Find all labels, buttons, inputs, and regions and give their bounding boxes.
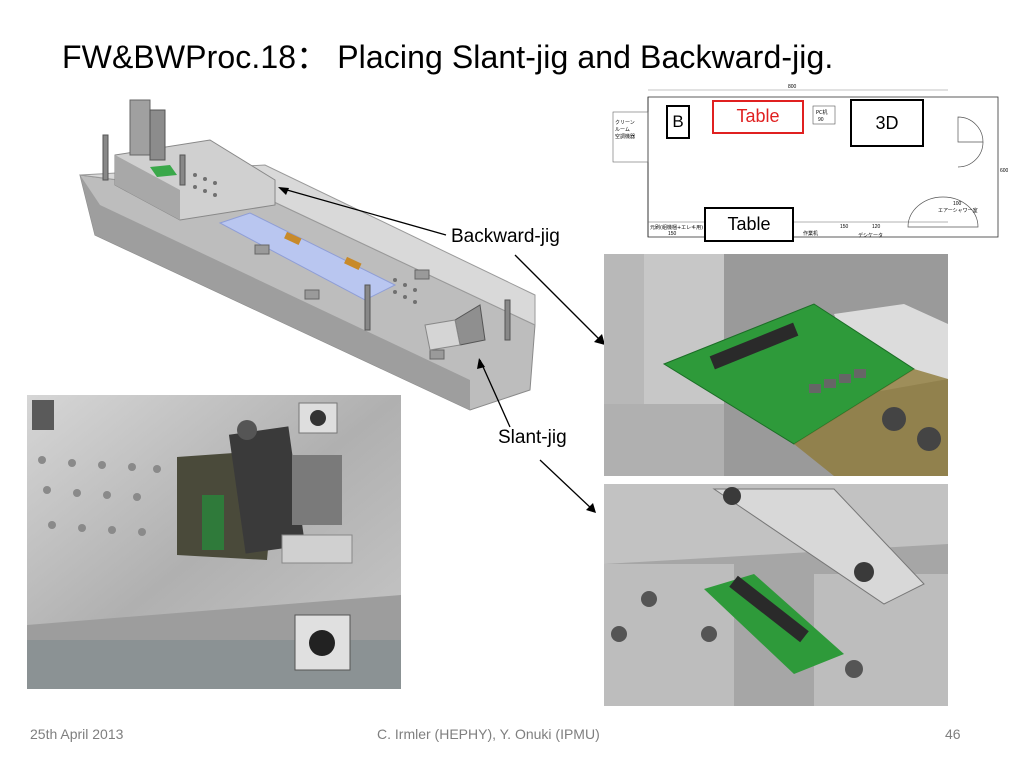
floorplan-dim-150: 150: [840, 224, 849, 230]
backward-jig-detail-render: [604, 254, 948, 476]
footer-page-number: 46: [945, 726, 961, 742]
floorplan-box-b-text: B: [672, 112, 684, 131]
floorplan-dim-right: 600: [1000, 168, 1008, 174]
render-arrow-upper: [514, 254, 605, 345]
floorplan-desiccator: デシケータ: [858, 232, 883, 239]
slant-jig-arrow: [477, 358, 511, 428]
floorplan-room-3: 空調機器: [615, 133, 635, 140]
floorplan-pc-dim: 90: [818, 117, 824, 123]
floorplan-bench: 作業机: [803, 230, 818, 237]
floorplan-box-table-bottom-text: Table: [727, 214, 771, 234]
jig-assembly-render: [75, 95, 540, 415]
floorplan-box-table-top-text: Table: [736, 106, 780, 126]
floorplan-box-3d: 3D: [850, 99, 924, 147]
floorplan-box-3d-text: 3D: [875, 112, 899, 133]
backward-jig-arrow: [278, 187, 447, 236]
floorplan-bottom-left-dim: 150: [668, 231, 677, 237]
floorplan-air-shower: エアーシャワー室: [938, 207, 978, 214]
floorplan-box-b: B: [666, 105, 690, 139]
floorplan-dim-100: 100: [953, 201, 962, 207]
render-arrow-lower: [539, 459, 596, 513]
slant-jig-label: Slant-jig: [498, 427, 567, 448]
floorplan-drawing: 800 クリーン ルーム 空調機器 PC机 90 100 エアーシャワー室 60…: [608, 82, 1008, 244]
floorplan-dim-120: 120: [872, 224, 881, 230]
floorplan-box-table-bottom: Table: [704, 207, 794, 242]
slide-title: FW&BWProc.18： Placing Slant-jig and Back…: [62, 39, 834, 75]
floorplan-pc-label: PC机: [816, 109, 828, 116]
slant-jig-photo: [27, 395, 401, 689]
slant-jig-detail-render: [604, 484, 948, 706]
floorplan-room-1: クリーン: [615, 120, 635, 126]
floorplan-bottom-left: 元刷(組機梱+エレキ用): [650, 224, 703, 231]
footer-date: 25th April 2013: [30, 726, 124, 742]
floorplan-box-table-top: Table: [712, 100, 804, 134]
floorplan-room-2: ルーム: [615, 127, 630, 133]
floorplan-dim-top: 800: [788, 84, 797, 90]
footer-authors: C. Irmler (HEPHY), Y. Onuki (IPMU): [377, 726, 600, 742]
backward-jig-label: Backward-jig: [451, 226, 560, 247]
